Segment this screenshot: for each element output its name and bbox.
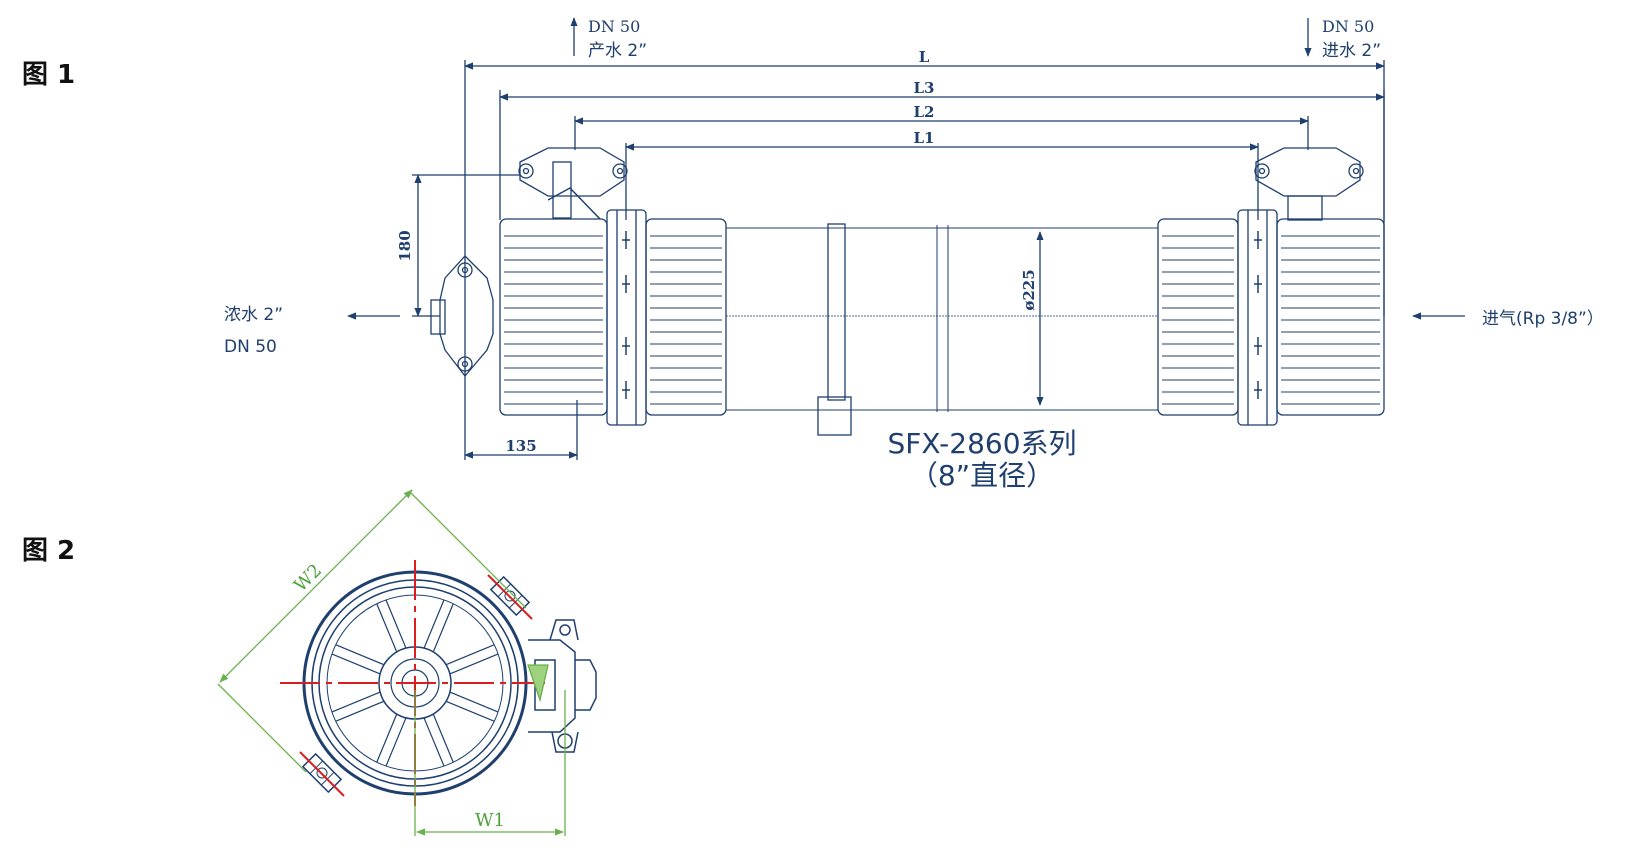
wheel-spoke bbox=[385, 599, 407, 649]
figure-1-label: 图 1 bbox=[22, 60, 76, 90]
wheel-spoke bbox=[335, 644, 384, 666]
wheel-spoke bbox=[446, 644, 495, 666]
dim-L3-label: L3 bbox=[914, 79, 935, 97]
width-dimensions bbox=[217, 489, 566, 836]
wheel-spoke bbox=[376, 714, 398, 763]
wheel-spoke bbox=[432, 603, 454, 652]
wheel-spoke bbox=[335, 700, 384, 722]
figure-1-drawing bbox=[347, 17, 1465, 460]
series-subtitle: （8”直径） bbox=[910, 459, 1054, 492]
left-end-cap bbox=[499, 209, 727, 426]
wheel-spoke bbox=[446, 700, 495, 722]
wheel-spoke bbox=[423, 717, 445, 767]
dimension-W2 bbox=[219, 489, 413, 683]
wheel-spoke bbox=[423, 599, 445, 649]
wheel-spoke bbox=[331, 691, 381, 713]
right-end-cap bbox=[1157, 209, 1385, 426]
dim-L1-label: L1 bbox=[914, 129, 935, 147]
concentrate-port-dn: DN 50 bbox=[224, 337, 277, 357]
feed-port-fitting bbox=[1254, 147, 1364, 221]
product-port-name: 产水 2” bbox=[588, 41, 647, 61]
wheel-spoke bbox=[432, 714, 454, 763]
wheel-spoke bbox=[449, 691, 499, 713]
dim-L-label: L bbox=[919, 48, 930, 66]
wheel-spoke bbox=[385, 717, 407, 767]
figure-2-label: 图 2 bbox=[22, 536, 76, 566]
feed-port-dn: DN 50 bbox=[1322, 17, 1374, 36]
dim-W1-label: W1 bbox=[475, 810, 505, 831]
dim-L2-label: L2 bbox=[914, 103, 935, 121]
feed-port-name: 进水 2” bbox=[1322, 41, 1381, 61]
dim-135-label: 135 bbox=[505, 437, 536, 455]
series-title: SFX-2860系列 bbox=[887, 427, 1076, 460]
dim-225-label: ø225 bbox=[1020, 269, 1038, 310]
product-port-dn: DN 50 bbox=[588, 17, 640, 36]
dim-W2-label: W2 bbox=[290, 560, 326, 596]
wheel-spoke bbox=[449, 653, 499, 675]
product-port-fitting bbox=[518, 147, 628, 220]
concentrate-port-fitting bbox=[430, 255, 494, 378]
wheel-spoke bbox=[376, 603, 398, 652]
air-inlet-label: 进气(Rp 3/8”） bbox=[1482, 309, 1604, 329]
dim-180-label: 180 bbox=[396, 230, 414, 261]
concentrate-port-name: 浓水 2” bbox=[224, 305, 283, 325]
side-port-fitting bbox=[528, 619, 597, 753]
wheel-spoke bbox=[331, 653, 381, 675]
